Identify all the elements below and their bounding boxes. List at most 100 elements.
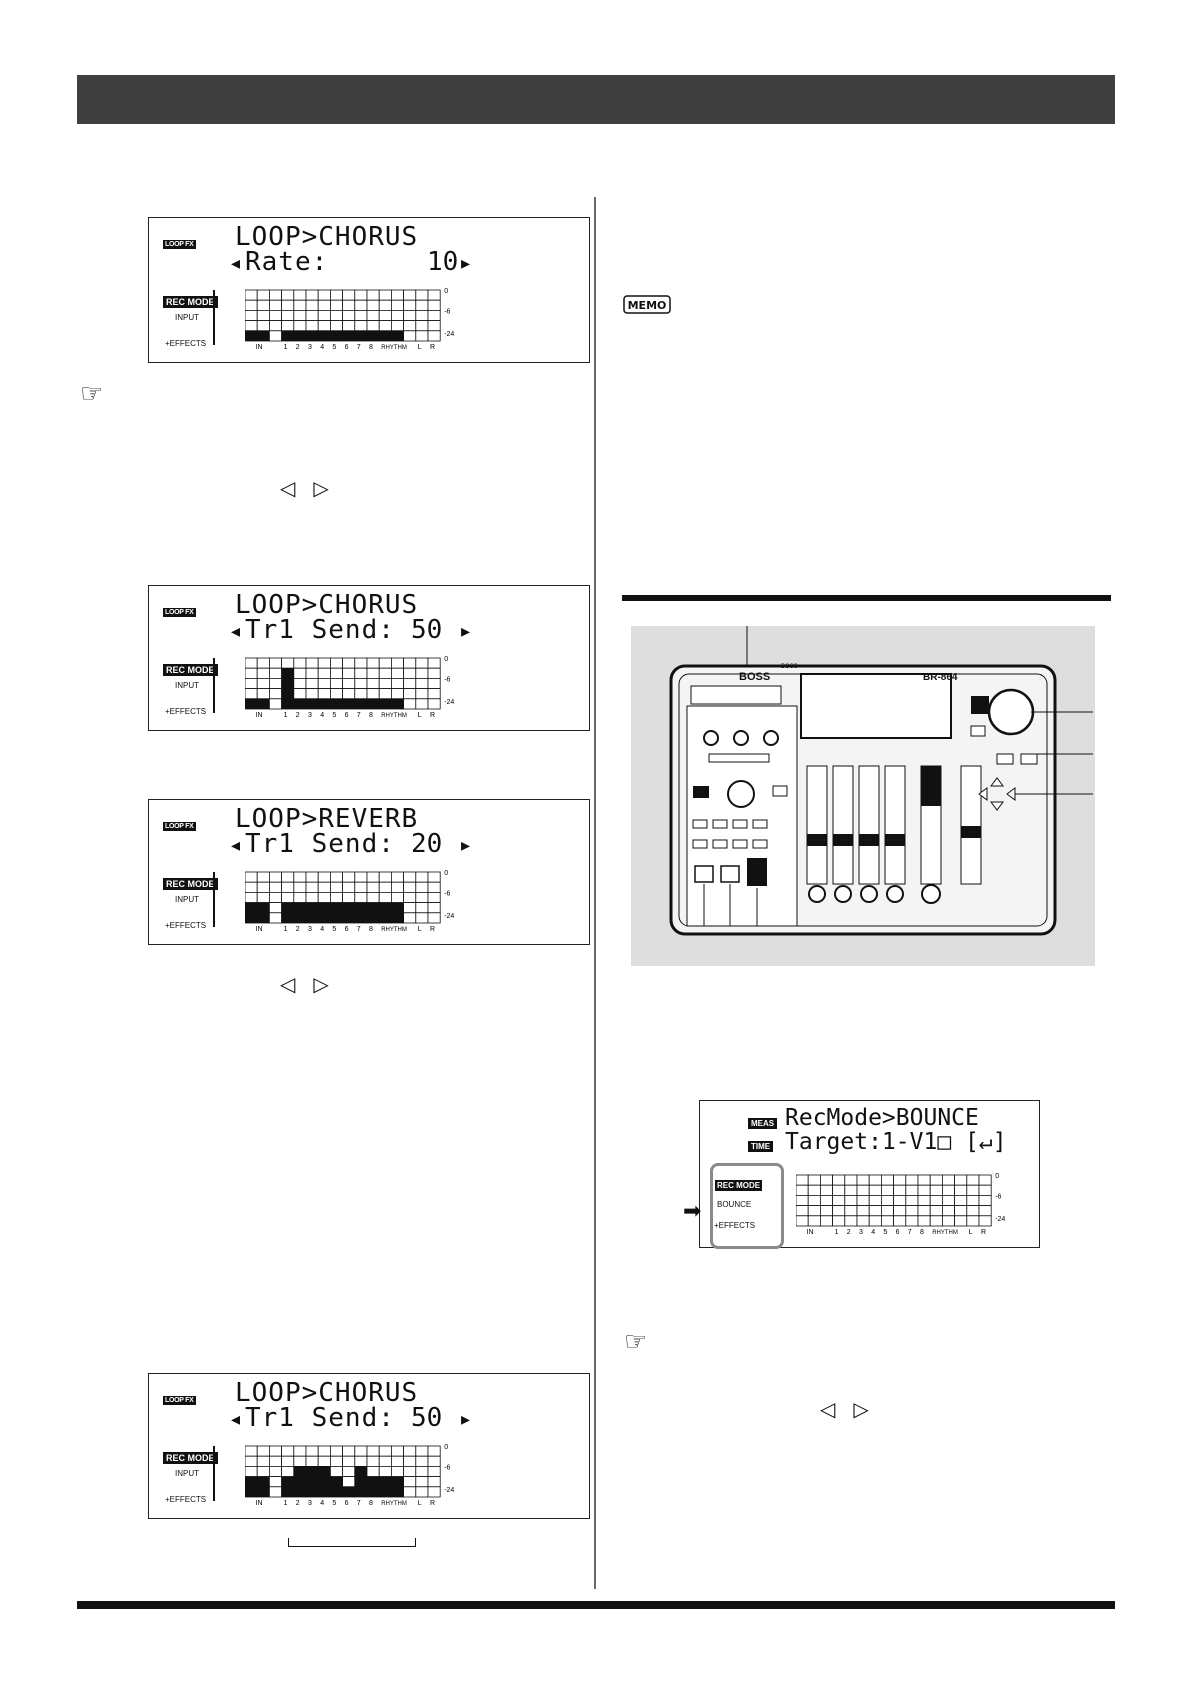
meter-axis-label: 5	[332, 926, 336, 933]
meter-axis-label: 5	[332, 1500, 336, 1507]
meter-cell	[427, 912, 441, 924]
meter-cell	[427, 891, 441, 903]
meter-cell	[390, 912, 404, 924]
meter-axis-label: 3	[308, 1500, 312, 1507]
meter-cell	[807, 1174, 821, 1186]
meter-cell	[819, 1194, 833, 1206]
meter-cell	[268, 299, 282, 311]
meter-cell	[256, 698, 270, 710]
meter-cell	[281, 657, 295, 669]
meter-cell	[354, 891, 368, 903]
meter-cell	[305, 677, 319, 689]
meter-cell	[293, 299, 307, 311]
meter-cell	[354, 320, 368, 332]
meter-cell	[305, 912, 319, 924]
meter-cell	[893, 1215, 907, 1227]
rec-mode-label: REC MODE	[163, 664, 218, 676]
meter-scale-label: 0	[444, 288, 448, 295]
meter-cell	[390, 688, 404, 700]
rec-mode-effects: +EFFECTS	[165, 1495, 207, 1504]
device-illustration: BOSS BOSS BR-864	[631, 626, 1095, 966]
meter-cell	[245, 309, 258, 321]
meter-cell	[832, 1194, 846, 1206]
meter-cell	[317, 289, 331, 301]
meter-cell	[868, 1205, 882, 1217]
meter-cell	[881, 1215, 895, 1227]
meter-cell	[317, 1465, 331, 1477]
meter-cell	[245, 677, 258, 689]
meter-cell	[293, 667, 307, 679]
meter-axis-label: 2	[296, 712, 300, 719]
meter-cell	[856, 1174, 870, 1186]
meter-cell	[354, 1465, 368, 1477]
meter-cell	[293, 1476, 307, 1488]
left-arrow-icon: ◂	[231, 835, 241, 855]
meter-cell	[305, 657, 319, 669]
meter-cell	[917, 1205, 931, 1217]
meter-cell	[268, 1465, 282, 1477]
meter-cell	[268, 698, 282, 710]
meter-cell	[905, 1184, 919, 1196]
meter-axis-label: IN	[256, 344, 263, 351]
meter-axis-label: 1	[284, 1500, 288, 1507]
meter-cell	[268, 289, 282, 301]
meter-cell	[354, 309, 368, 321]
meter-cell	[293, 1445, 307, 1457]
meter-cell	[832, 1184, 846, 1196]
meter-cell	[342, 657, 356, 669]
meter-cell	[317, 698, 331, 710]
meter-cell	[378, 667, 392, 679]
meter-cell	[245, 881, 258, 893]
meter-cell	[378, 677, 392, 689]
meter-cell	[354, 902, 368, 914]
meter-cell	[293, 320, 307, 332]
meter-cell	[427, 320, 441, 332]
meter-cell	[929, 1194, 943, 1206]
time-tag: TIME	[748, 1141, 774, 1152]
meter-cell	[268, 330, 282, 342]
meter-cell	[893, 1205, 907, 1217]
lcd-value: 10	[427, 247, 459, 277]
lcd-screen-reverb-send: LOOP FX LOOP>REVERB ◂ Tr1 Send: 20 ▸ REC…	[148, 799, 590, 945]
meter-cell	[415, 912, 429, 924]
meter-axis-label: 3	[308, 344, 312, 351]
meter-cell	[807, 1215, 821, 1227]
meter-axis-label: 5	[883, 1229, 887, 1236]
meter-cell	[342, 677, 356, 689]
meter-cell	[390, 667, 404, 679]
meter-cell	[390, 1445, 404, 1457]
meter-cell	[330, 677, 344, 689]
meter-cell	[427, 299, 441, 311]
meter-cell	[330, 881, 344, 893]
meter-scale-label: -24	[444, 1487, 454, 1494]
meter-cell	[342, 309, 356, 321]
meter-cell	[415, 320, 429, 332]
meter-cell	[378, 657, 392, 669]
meter-cell	[929, 1215, 943, 1227]
meter-axis-label: 1	[284, 344, 288, 351]
left-arrow-icon: ◂	[231, 253, 241, 273]
meter-cell	[256, 891, 270, 903]
meter-cell	[415, 1455, 429, 1467]
meter-cell	[917, 1215, 931, 1227]
meter-cell	[856, 1194, 870, 1206]
meter-cell	[354, 289, 368, 301]
meter-cell	[905, 1174, 919, 1186]
meter-axis-label: 2	[296, 926, 300, 933]
tracks-bracket	[288, 1538, 416, 1547]
meter-cell	[978, 1205, 992, 1217]
meter-axis-label: 3	[859, 1229, 863, 1236]
meter-axis-label: 8	[920, 1229, 924, 1236]
meter-cell	[317, 309, 331, 321]
pointer-arrow-icon: ➡	[683, 1198, 702, 1223]
footer-rule	[77, 1601, 1115, 1609]
meter-axis-label: 4	[320, 1500, 324, 1507]
meter-cell	[966, 1184, 980, 1196]
meter-cell	[293, 1486, 307, 1498]
meter-cell	[305, 698, 319, 710]
meter-cell	[378, 902, 392, 914]
meas-tag: MEAS	[748, 1118, 778, 1129]
meter-cell	[427, 677, 441, 689]
meter-cell	[378, 871, 392, 883]
meter-axis-label: L	[969, 1229, 973, 1236]
